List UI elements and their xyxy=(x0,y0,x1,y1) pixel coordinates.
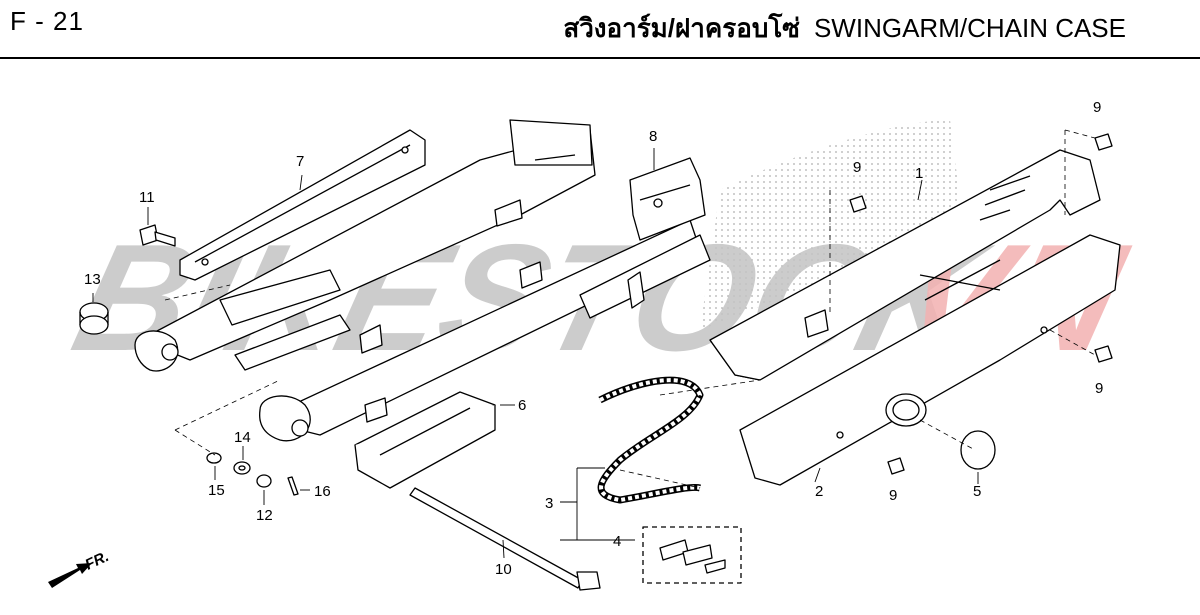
part-16-cotter-pin xyxy=(287,476,299,496)
callout-9-middle: 9 xyxy=(853,159,861,176)
part-13-collar xyxy=(79,302,109,335)
part-8-bracket-plate xyxy=(627,157,706,309)
callout-11: 11 xyxy=(139,189,155,206)
part-6-chain-guide xyxy=(354,391,496,489)
part-14-washer xyxy=(233,461,251,475)
callout-1: 1 xyxy=(915,165,923,182)
callout-16: 16 xyxy=(314,483,331,500)
callout-2: 2 xyxy=(815,483,823,500)
page-title-english: SWINGARM/CHAIN CASE xyxy=(813,13,1126,43)
part-4-chain-joint xyxy=(642,526,742,584)
part-11-bolt xyxy=(139,224,176,247)
fr-arrow: FR. xyxy=(48,548,112,588)
part-5-cap xyxy=(960,430,996,470)
callout-9-top: 9 xyxy=(1093,99,1101,116)
callout-9-right: 9 xyxy=(1095,380,1103,397)
shading-area xyxy=(700,120,960,330)
part-1-chain-case-upper xyxy=(709,149,1101,381)
part-9-bolt-b xyxy=(849,195,867,213)
callout-13: 13 xyxy=(84,271,101,288)
callout-12: 12 xyxy=(256,507,273,524)
page-title: สวิงอาร์ม/ฝาครอบโซ่ SWINGARM/CHAIN CASE xyxy=(563,8,1126,49)
part-3-drive-chain xyxy=(597,376,704,504)
page-code: F - 21 xyxy=(10,6,84,36)
callout-4: 4 xyxy=(613,533,621,550)
assembly-dashed-lines xyxy=(164,129,1096,489)
callout-6: 6 xyxy=(518,397,526,414)
callout-3: 3 xyxy=(545,495,553,512)
callout-15: 15 xyxy=(208,482,225,499)
header-rule xyxy=(0,57,1200,59)
part-9-bolt-c xyxy=(1094,345,1113,363)
callout-9-bottom: 9 xyxy=(889,487,897,504)
part-9-bolt-d xyxy=(887,457,905,475)
callout-8: 8 xyxy=(649,128,657,145)
part-10-axle xyxy=(409,487,601,591)
part-12-nut xyxy=(256,474,272,488)
callout-5: 5 xyxy=(973,483,981,500)
leader-lines xyxy=(92,148,979,559)
callout-14: 14 xyxy=(234,429,251,446)
part-2-chain-case-lower xyxy=(739,234,1121,486)
part-7-chain-slider xyxy=(179,129,426,281)
fr-arrow-label: FR. xyxy=(83,548,112,574)
part-swingarm xyxy=(134,119,711,442)
page-title-thai: สวิงอาร์ม/ฝาครอบโซ่ xyxy=(563,13,800,43)
part-15-washer xyxy=(206,452,222,464)
callout-7: 7 xyxy=(296,153,304,170)
callout-10: 10 xyxy=(495,561,512,578)
part-9-bolt-a xyxy=(1094,133,1113,151)
